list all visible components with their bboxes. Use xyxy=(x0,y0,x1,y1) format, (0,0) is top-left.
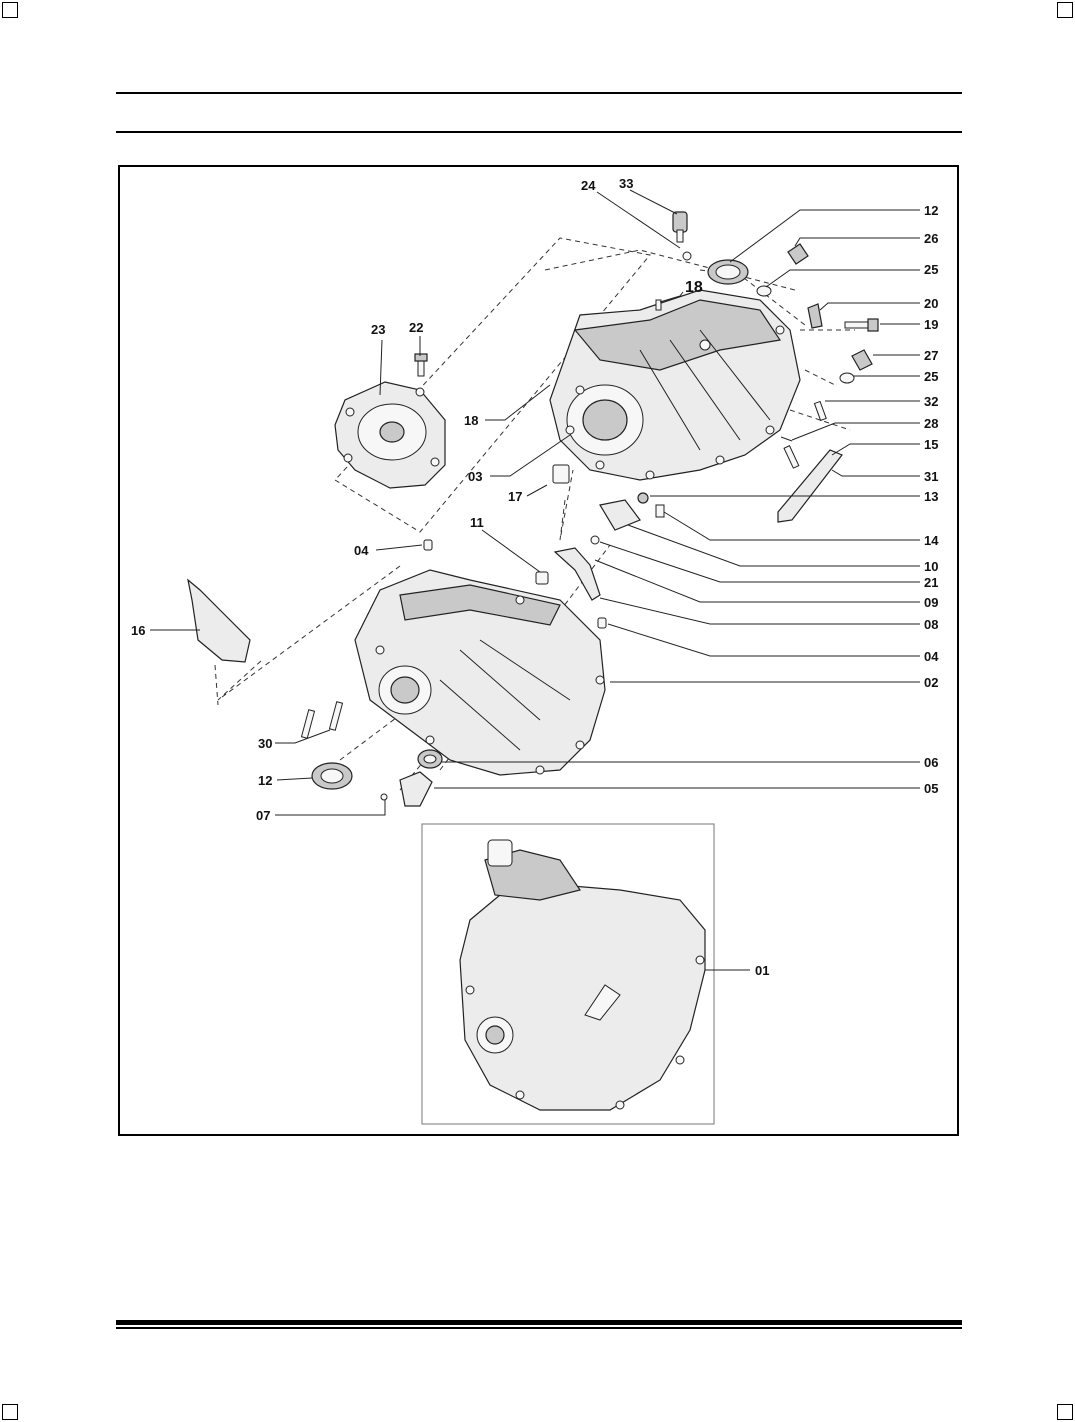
callout-27: 27 xyxy=(924,348,938,363)
callout-14: 14 xyxy=(924,533,939,548)
callout-32: 32 xyxy=(924,394,938,409)
callout-labels: 24 33 12 26 25 18 20 19 23 22 27 25 32 1… xyxy=(131,176,939,978)
callout-08: 08 xyxy=(924,617,938,632)
callout-07: 07 xyxy=(256,808,270,823)
callout-33: 33 xyxy=(619,176,633,191)
callout-02: 02 xyxy=(924,675,938,690)
callout-20: 20 xyxy=(924,296,938,311)
crop-mark-top-right xyxy=(1057,2,1073,18)
callout-18-top: 18 xyxy=(685,279,703,296)
transmission-case-lower xyxy=(354,569,606,776)
callout-01: 01 xyxy=(755,963,769,978)
callout-22: 22 xyxy=(409,320,423,335)
callout-25-top: 25 xyxy=(924,262,938,277)
callout-09: 09 xyxy=(924,595,938,610)
footer-rule-thin xyxy=(116,1327,962,1329)
callout-05: 05 xyxy=(924,781,938,796)
callout-30: 30 xyxy=(258,736,272,751)
callout-12-top: 12 xyxy=(924,203,938,218)
header-rule-top xyxy=(116,92,962,94)
callout-28: 28 xyxy=(924,416,938,431)
header-rule-bottom xyxy=(116,131,962,133)
end-cover xyxy=(334,381,446,489)
crop-mark-bottom-right xyxy=(1057,1404,1073,1420)
callout-11: 11 xyxy=(470,515,484,530)
diagram-frame xyxy=(118,165,959,1136)
callout-16: 16 xyxy=(131,623,145,638)
crop-mark-top-left xyxy=(2,2,18,18)
transmission-case-upper xyxy=(549,289,801,481)
footer-rule-thick xyxy=(116,1320,962,1325)
callout-21: 21 xyxy=(924,575,938,590)
callout-31: 31 xyxy=(924,469,938,484)
callout-25-bottom: 25 xyxy=(924,369,938,384)
leader-lines xyxy=(150,189,920,971)
small-parts xyxy=(187,211,879,807)
callout-10: 10 xyxy=(924,559,938,574)
callout-17: 17 xyxy=(508,489,522,504)
assembled-gearbox-inset xyxy=(421,823,715,1125)
callout-26: 26 xyxy=(924,231,938,246)
callout-12-bottom: 12 xyxy=(258,773,272,788)
callout-15: 15 xyxy=(924,437,938,452)
callout-04-right: 04 xyxy=(924,649,939,664)
crop-mark-bottom-left xyxy=(2,1404,18,1420)
callout-23: 23 xyxy=(371,322,385,337)
callout-24: 24 xyxy=(581,178,596,193)
callout-06: 06 xyxy=(924,755,938,770)
callout-13: 13 xyxy=(924,489,938,504)
callout-19: 19 xyxy=(924,317,938,332)
callout-04-left: 04 xyxy=(354,543,369,558)
callout-03: 03 xyxy=(468,469,482,484)
callout-18-left: 18 xyxy=(464,413,478,428)
